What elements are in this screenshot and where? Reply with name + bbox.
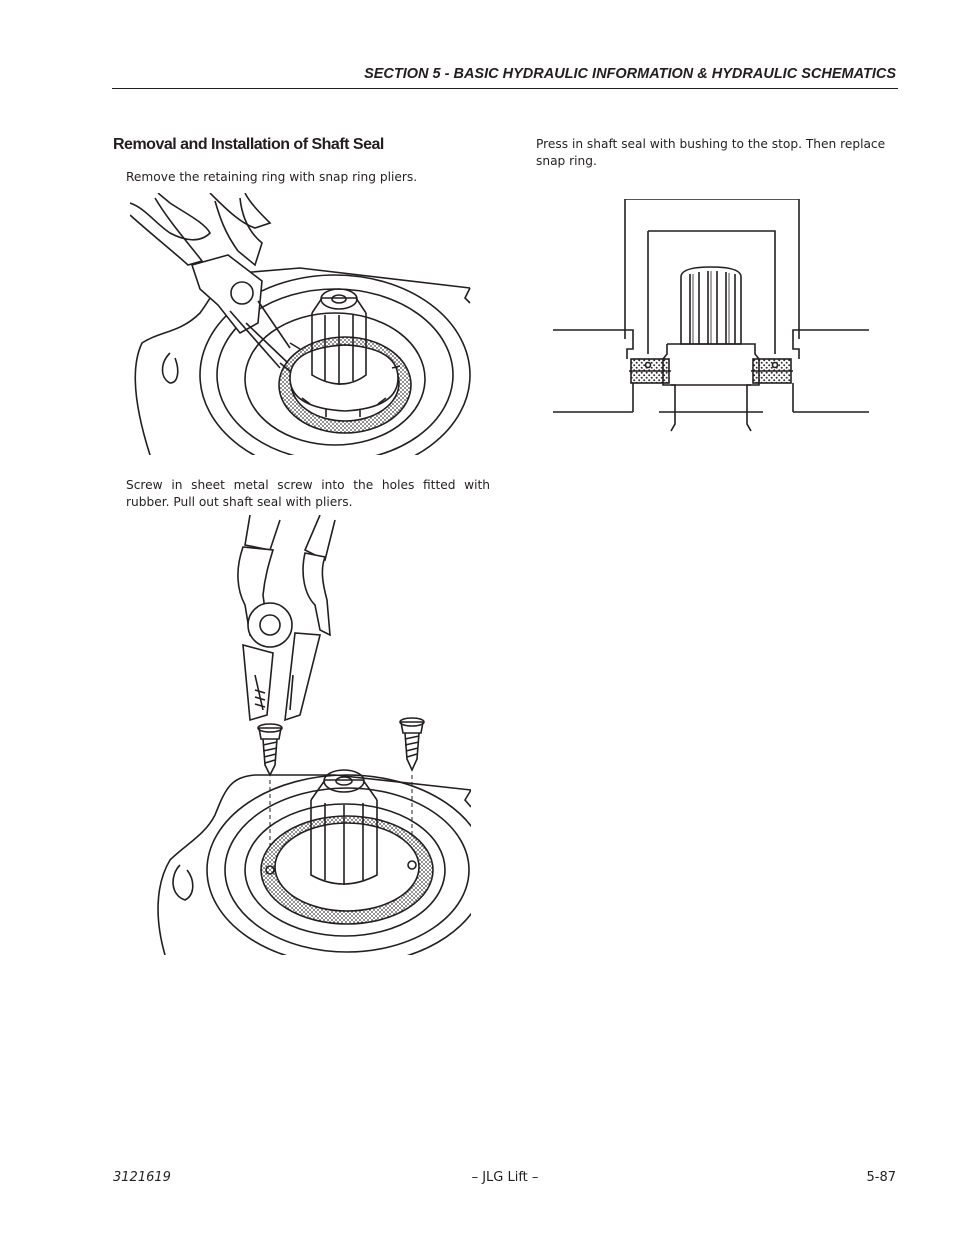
section-header-title: SECTION 5 - BASIC HYDRAULIC INFORMATION … xyxy=(364,66,896,82)
snap-ring-pliers-figure xyxy=(130,193,471,455)
page-number: 5-87 xyxy=(866,1170,896,1185)
step-pull-out-shaft-seal: Screw in sheet metal screw into the hole… xyxy=(126,478,490,509)
brand-footer: – JLG Lift – xyxy=(471,1170,539,1185)
header-rule xyxy=(112,88,898,89)
sheet-metal-screw-figure xyxy=(157,515,471,955)
shaft-seal-press-figure xyxy=(553,199,869,432)
document-number: 3121619 xyxy=(113,1170,171,1185)
step-press-in-shaft-seal: Press in shaft seal with bushing to the … xyxy=(536,137,886,168)
step-remove-retaining-ring: Remove the retaining ring with snap ring… xyxy=(126,170,418,184)
section-heading: Removal and Installation of Shaft Seal xyxy=(113,136,384,153)
